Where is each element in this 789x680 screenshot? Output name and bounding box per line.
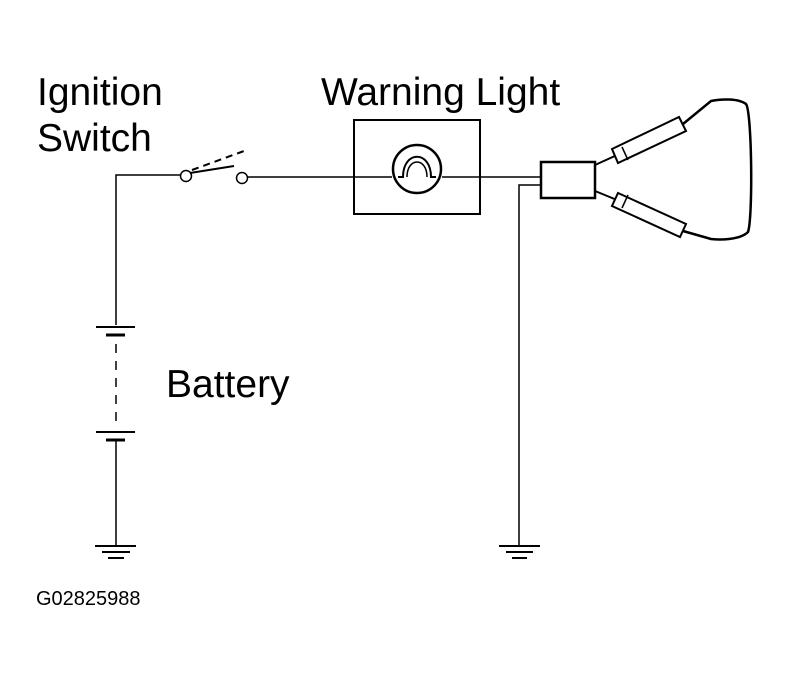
sensor-connector	[539, 160, 597, 200]
connector-ground-wire	[518, 184, 541, 545]
connector-ground-icon	[499, 545, 540, 559]
battery-label: Battery	[166, 363, 290, 406]
left-supply-wire	[115, 174, 180, 325]
warning-light-icon	[353, 119, 481, 215]
warning-light-label: Warning Light	[321, 71, 561, 114]
ignition-switch-label-line1: Ignition	[37, 71, 163, 114]
battery-symbol	[96, 326, 135, 545]
ignition-switch-label-line2: Switch	[37, 117, 152, 160]
ignition-switch-symbol	[179, 150, 249, 185]
battery-ground-icon	[95, 545, 136, 559]
figure-code: G02825988	[36, 588, 141, 610]
sensor-probe-icon	[594, 98, 753, 241]
